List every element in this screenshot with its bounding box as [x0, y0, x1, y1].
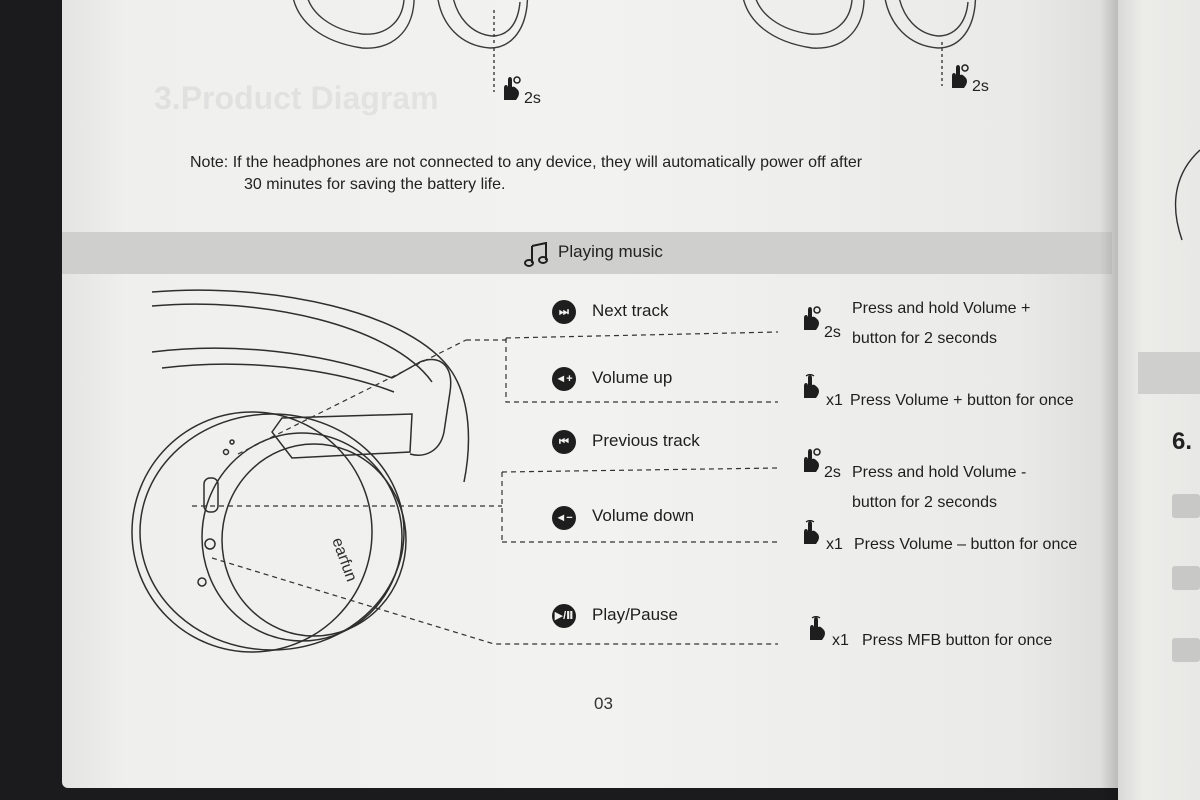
facing-page-row [1172, 638, 1200, 662]
volume-down-icon: ◄− [552, 506, 576, 530]
instruction-volume-down: Press Volume – button for once [854, 536, 1078, 553]
function-label-volume-down: Volume down [592, 506, 695, 525]
instruction-volume-up: Press Volume + button for once [850, 392, 1074, 409]
instruction-multiplier: x1 [826, 392, 843, 409]
press-hold-hand-icon [504, 76, 521, 100]
press-hold-hand-icon [952, 64, 969, 88]
previous-track-icon: ⏮ [552, 430, 576, 454]
facing-page-row [1172, 566, 1200, 590]
headphone-illustration: earfun [131, 289, 470, 653]
instruction-previous-track-line1: Press and hold Volume - [852, 464, 1027, 481]
play-pause-icon: ▶/Ⅱ [552, 604, 576, 628]
function-label-play-pause: Play/Pause [592, 605, 678, 624]
press-hand-icon [810, 616, 825, 640]
function-label-volume-up: Volume up [592, 368, 673, 387]
facing-page: 6. [1118, 0, 1200, 800]
instruction-multiplier: 2s [824, 324, 841, 341]
function-label-previous-track: Previous track [592, 431, 700, 450]
leader-lines [192, 331, 779, 645]
instruction-next-track-line2: button for 2 seconds [852, 330, 997, 347]
instruction-multiplier: x1 [826, 536, 843, 553]
music-note-icon [524, 242, 548, 267]
instruction-multiplier: 2s [824, 464, 841, 481]
top-headphone-drawings [292, 0, 977, 92]
auto-power-off-note-line2: 30 minutes for saving the battery life. [244, 176, 506, 193]
press-hand-icon [804, 374, 819, 398]
instruction-play-pause: Press MFB button for once [862, 632, 1053, 649]
function-label-next-track: Next track [592, 301, 669, 320]
press-hold-hand-icon [804, 448, 821, 472]
bleed-through-text: 3.Product Diagram [154, 80, 439, 116]
facing-page-band [1138, 352, 1200, 394]
volume-up-icon: ◄+ [552, 367, 576, 391]
next-track-icon: ⏭ [552, 300, 576, 324]
section-title: Playing music [558, 242, 663, 261]
facing-page-heading: 6. [1172, 428, 1193, 455]
press-hand-icon [804, 520, 819, 544]
top-left-duration: 2s [524, 90, 541, 107]
section-band [62, 232, 1112, 274]
instruction-next-track-line1: Press and hold Volume + [852, 300, 1031, 317]
facing-page-row [1172, 494, 1200, 518]
press-hold-hand-icon [804, 306, 821, 330]
page-number: 03 [594, 694, 613, 713]
facing-page-drawing [1174, 149, 1200, 241]
instruction-previous-track-line2: button for 2 seconds [852, 494, 997, 511]
manual-page: 3.Product Diagram 2s 2s Note: If the hea… [62, 0, 1120, 788]
auto-power-off-note-line1: Note: If the headphones are not connecte… [190, 154, 863, 171]
top-right-duration: 2s [972, 78, 989, 95]
instruction-multiplier: x1 [832, 632, 849, 649]
